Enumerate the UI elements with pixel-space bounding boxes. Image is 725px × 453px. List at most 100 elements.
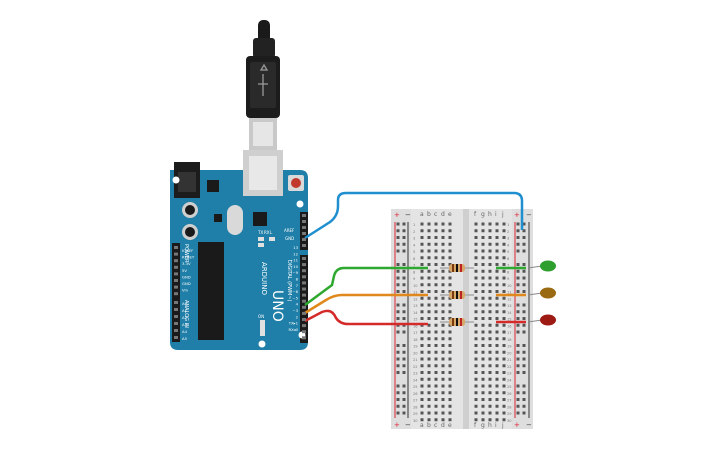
rail-hole[interactable] [402, 384, 406, 388]
breadboard-hole[interactable] [427, 236, 431, 239]
breadboard-hole[interactable] [420, 377, 424, 381]
rail-hole[interactable] [516, 229, 520, 233]
led-green[interactable] [527, 260, 556, 272]
breadboard-hole[interactable] [434, 310, 438, 314]
breadboard-hole[interactable] [441, 411, 445, 415]
breadboard-hole[interactable] [495, 398, 499, 401]
breadboard-hole[interactable] [441, 364, 445, 368]
rail-hole[interactable] [522, 283, 526, 287]
rail-hole[interactable] [522, 229, 526, 233]
breadboard-hole[interactable] [474, 276, 478, 280]
header-pin[interactable] [302, 311, 306, 315]
breadboard-hole[interactable] [427, 296, 431, 300]
rail-hole[interactable] [396, 371, 400, 374]
breadboard-hole[interactable] [427, 269, 431, 273]
breadboard-hole[interactable] [481, 236, 485, 239]
breadboard-hole[interactable] [481, 283, 485, 287]
header-pin[interactable] [174, 265, 178, 269]
breadboard-hole[interactable] [448, 303, 452, 307]
breadboard-hole[interactable] [502, 344, 506, 347]
breadboard-hole[interactable] [427, 404, 431, 408]
rail-hole[interactable] [402, 344, 406, 347]
breadboard-hole[interactable] [481, 337, 485, 341]
breadboard-hole[interactable] [427, 337, 431, 341]
rail-hole[interactable] [516, 249, 520, 253]
breadboard-hole[interactable] [495, 411, 499, 415]
rail-hole[interactable] [522, 242, 526, 246]
rail-hole[interactable] [516, 404, 520, 408]
rail-hole[interactable] [396, 249, 400, 253]
breadboard-hole[interactable] [474, 398, 478, 401]
breadboard-hole[interactable] [488, 344, 492, 347]
breadboard-hole[interactable] [427, 418, 431, 422]
breadboard-hole[interactable] [420, 330, 424, 334]
breadboard-hole[interactable] [448, 411, 452, 415]
breadboard-hole[interactable] [427, 242, 431, 246]
breadboard-hole[interactable] [434, 283, 438, 287]
rail-hole[interactable] [516, 303, 520, 307]
breadboard-hole[interactable] [441, 357, 445, 361]
breadboard-hole[interactable] [441, 404, 445, 408]
breadboard-hole[interactable] [495, 242, 499, 246]
header-pin[interactable] [302, 275, 306, 279]
rail-hole[interactable] [516, 276, 520, 280]
breadboard-hole[interactable] [502, 296, 506, 300]
rail-hole[interactable] [522, 310, 526, 314]
breadboard-hole[interactable] [441, 317, 445, 320]
header-pin[interactable] [174, 308, 178, 311]
rail-hole[interactable] [396, 236, 400, 239]
breadboard-hole[interactable] [448, 337, 452, 341]
breadboard-hole[interactable] [420, 276, 424, 280]
breadboard-hole[interactable] [488, 283, 492, 287]
arduino-uno-board[interactable]: ARDUINO UNO DIGITAL (PWM~) ANALOG IN POW… [170, 150, 308, 350]
breadboard-hole[interactable] [420, 310, 424, 314]
breadboard-hole[interactable] [488, 323, 492, 327]
wire-gnd[interactable] [304, 191, 524, 240]
breadboard-hole[interactable] [488, 418, 492, 422]
header-pin[interactable] [302, 238, 306, 241]
rail-hole[interactable] [402, 310, 406, 314]
breadboard-hole[interactable] [502, 398, 506, 401]
breadboard-hole[interactable] [495, 222, 499, 226]
breadboard-hole[interactable] [448, 350, 452, 354]
breadboard-hole[interactable] [427, 263, 431, 266]
breadboard-hole[interactable] [441, 296, 445, 300]
rail-hole[interactable] [516, 323, 520, 327]
breadboard-hole[interactable] [420, 404, 424, 408]
breadboard-hole[interactable] [488, 263, 492, 266]
breadboard-hole[interactable] [474, 229, 478, 233]
breadboard-hole[interactable] [481, 398, 485, 401]
rail-hole[interactable] [522, 263, 526, 266]
header-pin[interactable] [302, 263, 306, 267]
breadboard-hole[interactable] [441, 290, 445, 293]
header-pin[interactable] [302, 244, 306, 247]
rail-hole[interactable] [522, 330, 526, 334]
breadboard-hole[interactable] [481, 411, 485, 415]
rail-hole[interactable] [516, 242, 520, 246]
breadboard-hole[interactable] [495, 371, 499, 374]
rail-hole[interactable] [516, 330, 520, 334]
breadboard-hole[interactable] [502, 404, 506, 408]
breadboard-hole[interactable] [420, 364, 424, 368]
header-pin[interactable] [174, 315, 178, 318]
breadboard-hole[interactable] [448, 222, 452, 226]
breadboard-hole[interactable] [427, 303, 431, 307]
breadboard-hole[interactable] [420, 344, 424, 347]
breadboard-hole[interactable] [448, 296, 452, 300]
breadboard-hole[interactable] [474, 290, 478, 293]
breadboard-hole[interactable] [502, 222, 506, 226]
breadboard-hole[interactable] [474, 242, 478, 246]
breadboard-hole[interactable] [488, 296, 492, 300]
rail-hole[interactable] [516, 371, 520, 374]
breadboard-hole[interactable] [502, 290, 506, 293]
rail-hole[interactable] [396, 276, 400, 280]
breadboard-hole[interactable] [495, 317, 499, 320]
rail-hole[interactable] [402, 317, 406, 320]
breadboard-hole[interactable] [495, 391, 499, 395]
breadboard-hole[interactable] [448, 276, 452, 280]
breadboard-hole[interactable] [488, 377, 492, 381]
breadboard-hole[interactable] [488, 337, 492, 341]
breadboard-hole[interactable] [434, 249, 438, 253]
breadboard-hole[interactable] [441, 371, 445, 374]
usb-cable[interactable] [246, 20, 280, 150]
